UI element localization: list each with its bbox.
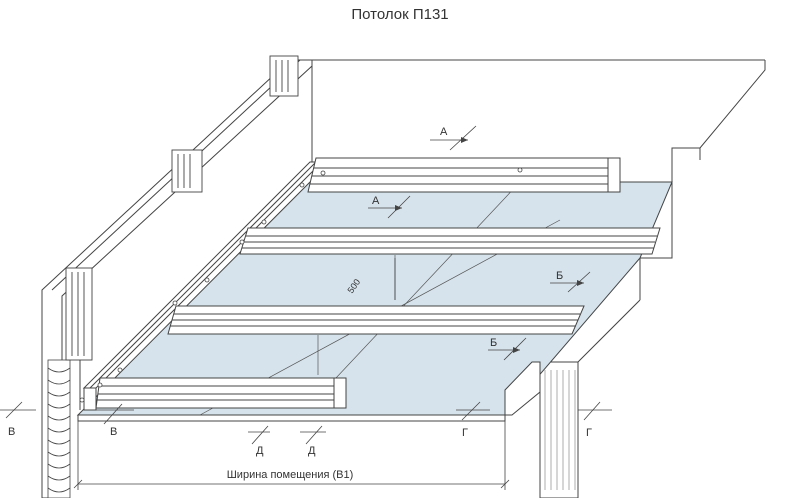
screw <box>117 367 123 373</box>
ceiling-profiles <box>95 157 661 416</box>
section-g-right-label: Г <box>586 427 592 439</box>
section-g-inner-label: Г <box>462 427 468 439</box>
screw <box>517 167 523 173</box>
screw <box>172 300 178 306</box>
wall-ribs <box>65 55 299 361</box>
wall-rib-bottom <box>65 267 93 361</box>
insulation-strip <box>47 359 71 498</box>
room-width-label: Ширина помещения (В1) <box>227 469 354 481</box>
ceiling-profile-3 <box>167 305 585 335</box>
section-labels: А А Б Б В В Г Г Д Д <box>8 126 592 457</box>
ceiling-profile-4 <box>95 377 347 409</box>
section-d-right-label: Д <box>308 445 316 457</box>
board-joint-1 <box>319 181 521 396</box>
insulation-waves <box>47 367 71 493</box>
section-a-mid-label: А <box>372 195 380 207</box>
ceiling-profile-right-stub <box>504 361 541 416</box>
right-column-hatch <box>544 370 576 490</box>
ceiling-profile-2 <box>239 227 661 255</box>
screw <box>299 182 305 188</box>
drawing-title: Потолок П131 <box>351 6 449 23</box>
room-width-dimension <box>73 421 510 490</box>
right-column-top <box>577 299 641 363</box>
screw <box>239 239 245 245</box>
section-b-lower-label: Б <box>490 337 497 349</box>
screw <box>320 170 326 176</box>
left-wall-insulation <box>47 359 576 498</box>
screws <box>79 167 523 403</box>
wall-rib-middle <box>171 149 203 193</box>
section-marks <box>0 125 612 445</box>
screw <box>97 382 103 388</box>
screw <box>261 219 267 225</box>
screw <box>204 277 210 283</box>
board-front-edge <box>77 414 506 422</box>
section-b-right-label: Б <box>556 270 563 282</box>
screw <box>79 397 85 403</box>
section-a-top-label: А <box>440 126 448 138</box>
section-v-inner-label: В <box>110 426 117 438</box>
section-d-left-label: Д <box>256 445 264 457</box>
wall-track-end <box>83 387 97 411</box>
ceiling-profile-1 <box>307 157 621 193</box>
wall-rib-top <box>269 55 299 97</box>
section-v-left-label: В <box>8 426 15 438</box>
right-column <box>539 361 579 498</box>
